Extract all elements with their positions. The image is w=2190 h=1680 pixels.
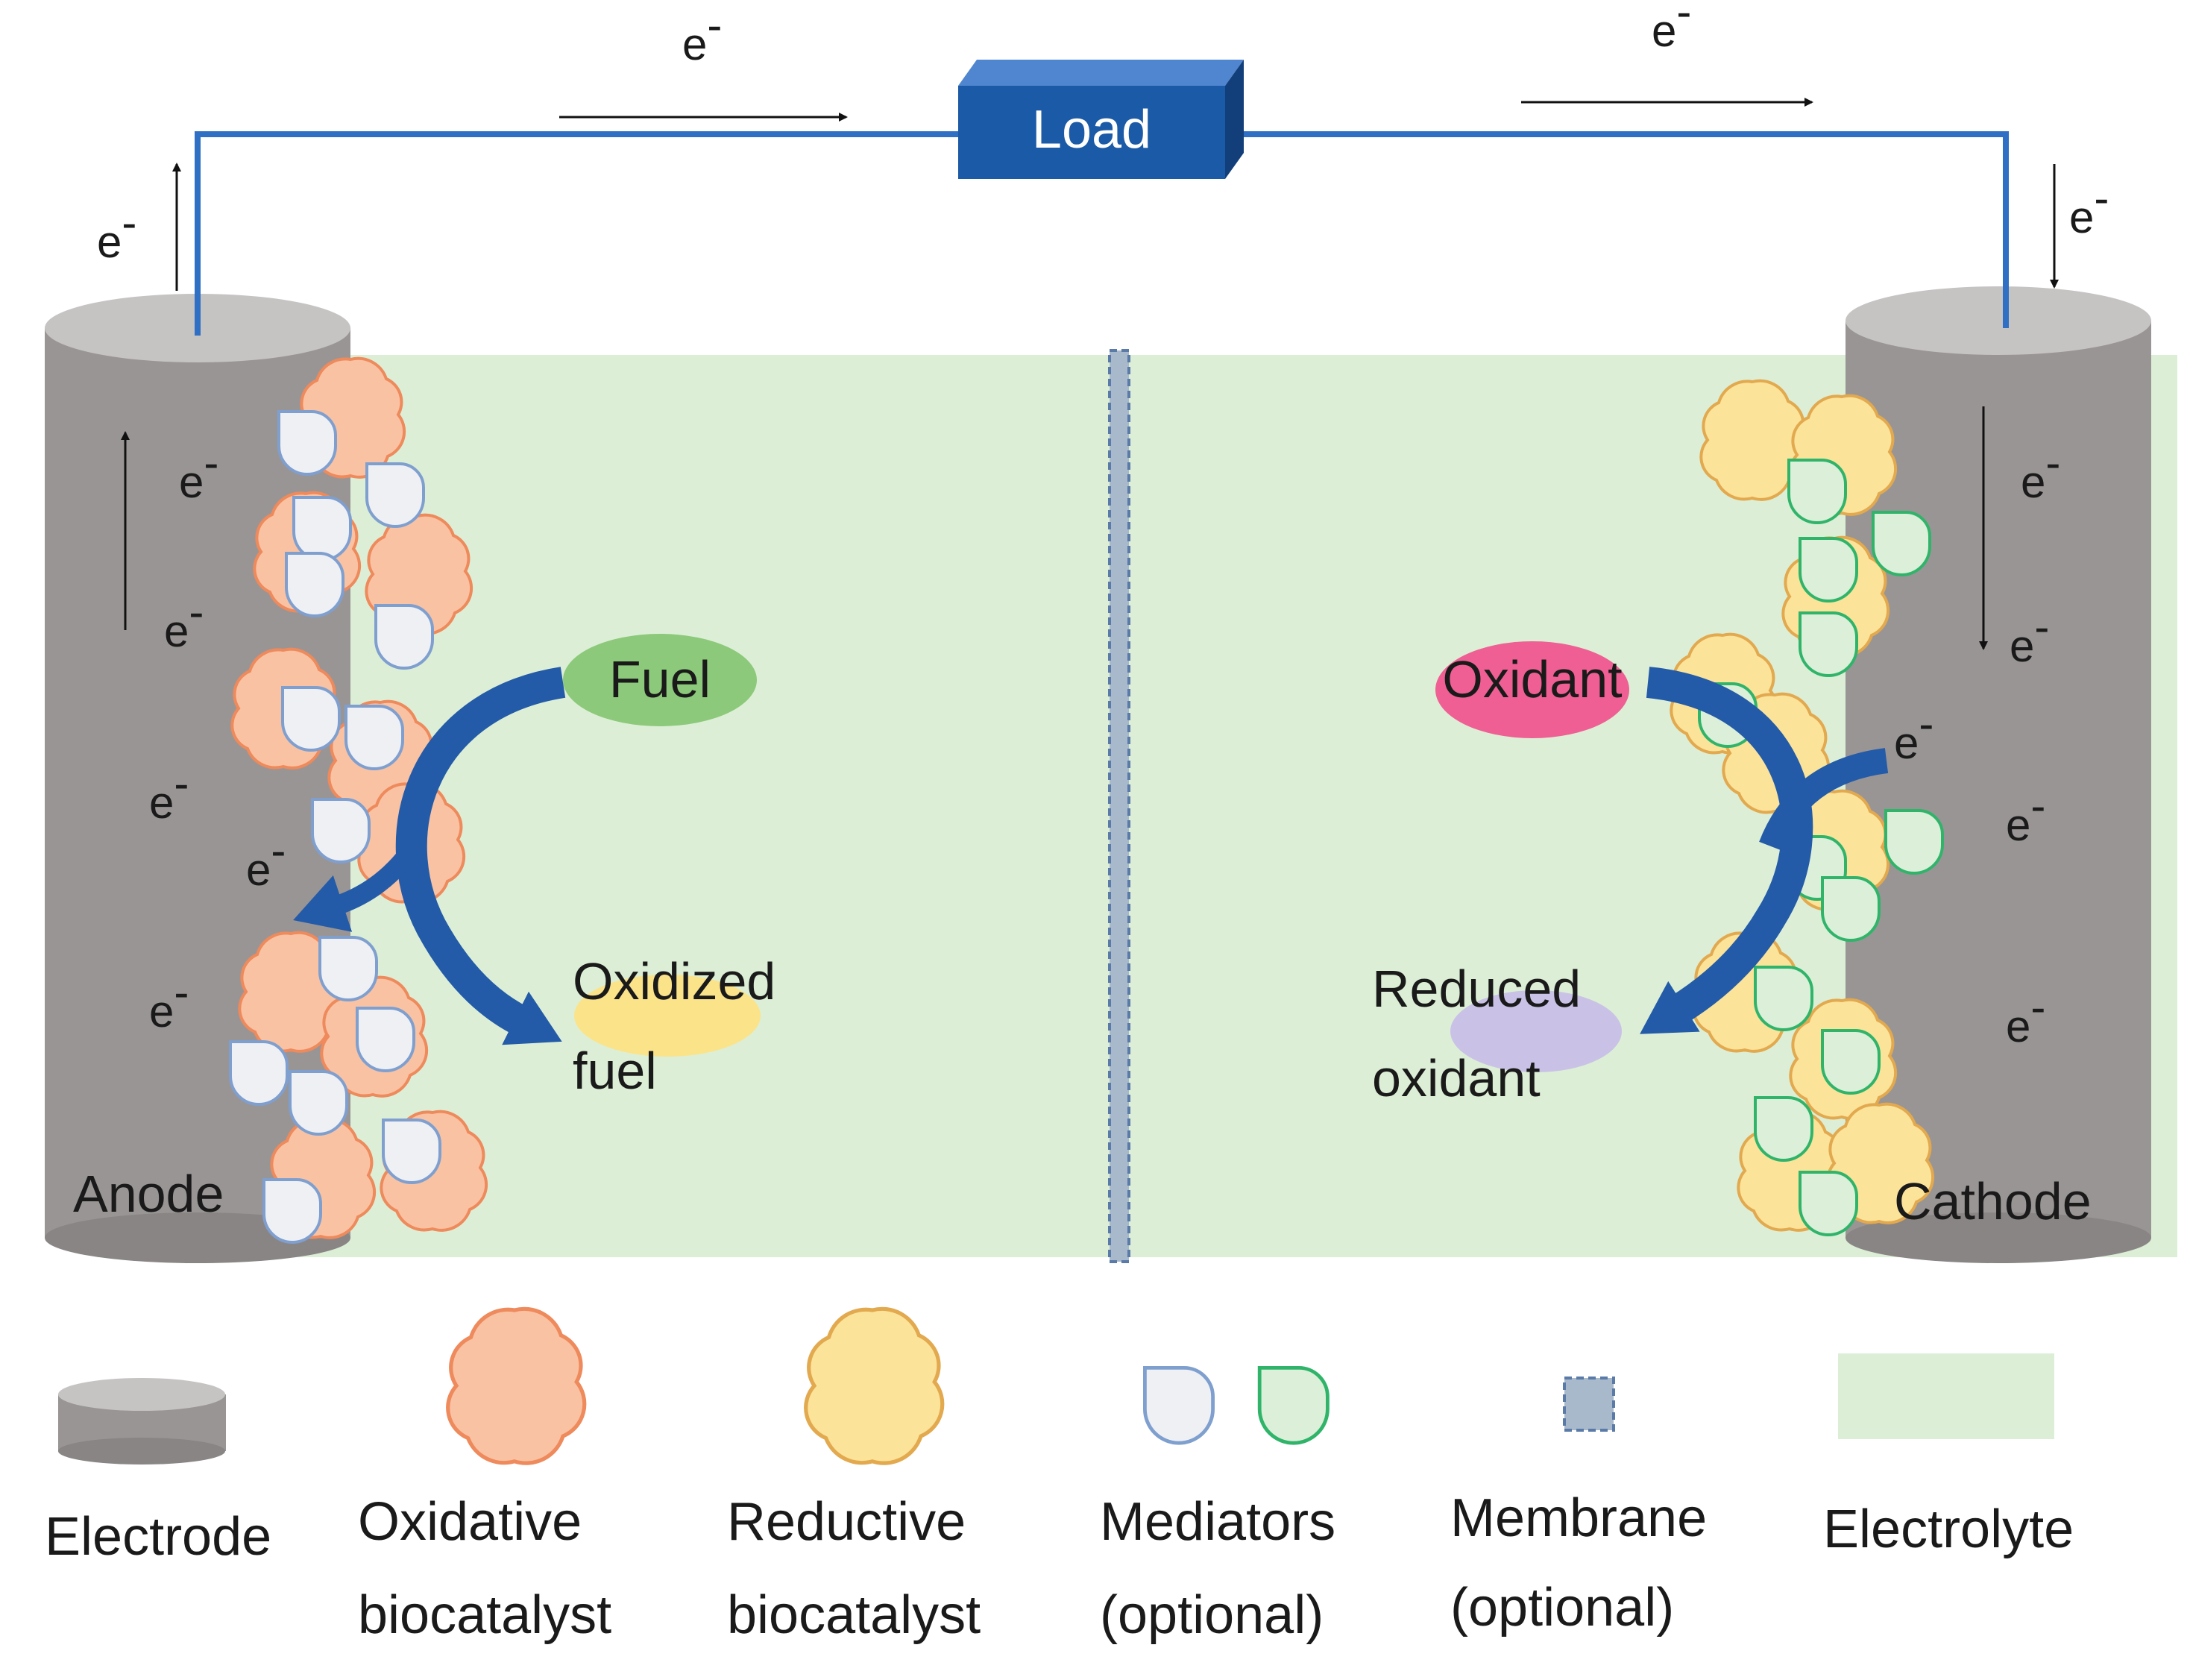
svg-text:(optional): (optional) xyxy=(1100,1585,1324,1645)
svg-text:e-: e- xyxy=(2006,982,2045,1051)
cathode-electrode xyxy=(1846,286,2151,1263)
svg-text:(optional): (optional) xyxy=(1450,1578,1674,1637)
svg-text:e-: e- xyxy=(1894,699,1933,768)
svg-text:Mediators: Mediators xyxy=(1100,1492,1335,1552)
svg-text:e-: e- xyxy=(2010,602,2049,671)
legend-electrolyte: Electrolyte xyxy=(1823,1353,2074,1559)
reduced-oxidant-label-2: oxidant xyxy=(1372,1049,1541,1107)
legend-membrane: Membrane (optional) xyxy=(1450,1377,1707,1637)
oxidant-label: Oxidant xyxy=(1442,650,1622,708)
oxidized-fuel-ellipse xyxy=(574,975,761,1057)
load-label: Load xyxy=(1032,100,1151,160)
fuel-ellipse xyxy=(563,634,757,726)
legend-reductive-biocatalyst: Reductive biocatalyst xyxy=(727,1309,981,1645)
svg-text:e-: e- xyxy=(179,438,218,507)
svg-text:e-: e- xyxy=(97,198,136,267)
cathode-electron-entry-arrow xyxy=(1759,748,1889,852)
svg-text:biocatalyst: biocatalyst xyxy=(727,1585,981,1645)
legend-electrode: Electrode xyxy=(45,1378,271,1567)
svg-text:Membrane: Membrane xyxy=(1450,1488,1707,1548)
reduced-oxidant-ellipse xyxy=(1450,990,1622,1072)
oxidized-fuel-label-2: fuel xyxy=(573,1042,657,1100)
reduced-oxidant-label: Reduced xyxy=(1372,960,1581,1018)
legend-mediators: Mediators (optional) xyxy=(1100,1368,1335,1645)
membrane xyxy=(1108,349,1130,1263)
svg-text:Reductive: Reductive xyxy=(727,1492,966,1552)
legend-oxidative-biocatalyst: Oxidative biocatalyst xyxy=(358,1309,611,1645)
external-wire xyxy=(195,131,958,336)
anode-reaction: Fuel Oxidized fuel xyxy=(293,634,775,1100)
svg-text:e-: e- xyxy=(149,967,189,1036)
electron-labels: e- e- e- e- e- e- e- e- e- e- e- e- e- e… xyxy=(97,0,2109,1051)
anode-label: Anode xyxy=(73,1165,224,1223)
svg-text:biocatalyst: biocatalyst xyxy=(358,1585,611,1645)
fuel-to-oxidized-arrow xyxy=(395,667,566,1045)
oxidized-fuel-label: Oxidized xyxy=(573,952,775,1010)
oxidant-to-reduced-arrow xyxy=(1640,667,1813,1034)
svg-text:Electrode: Electrode xyxy=(45,1507,271,1567)
svg-text:e-: e- xyxy=(164,587,204,656)
cathode-label: Cathode xyxy=(1894,1172,2092,1230)
svg-text:e-: e- xyxy=(2021,438,2060,507)
oxidant-ellipse xyxy=(1435,641,1629,738)
svg-text:e-: e- xyxy=(246,825,286,895)
load-box: Load xyxy=(958,60,1244,179)
anode-electron-release-arrow xyxy=(293,840,422,932)
svg-text:Oxidative: Oxidative xyxy=(358,1492,582,1552)
svg-text:e-: e- xyxy=(1652,0,1691,56)
svg-text:e-: e- xyxy=(149,758,189,828)
cathode-reaction: Oxidant Reduced oxidant xyxy=(1372,641,1889,1107)
legend: Electrode Oxidative biocatalyst Reductiv… xyxy=(45,1309,2074,1645)
external-wire-right xyxy=(1238,131,2009,328)
svg-text:e-: e- xyxy=(682,0,722,69)
svg-text:e-: e- xyxy=(2069,173,2109,242)
svg-text:Electrolyte: Electrolyte xyxy=(1823,1500,2074,1559)
fuel-label: Fuel xyxy=(609,650,711,708)
svg-text:e-: e- xyxy=(2006,781,2045,850)
